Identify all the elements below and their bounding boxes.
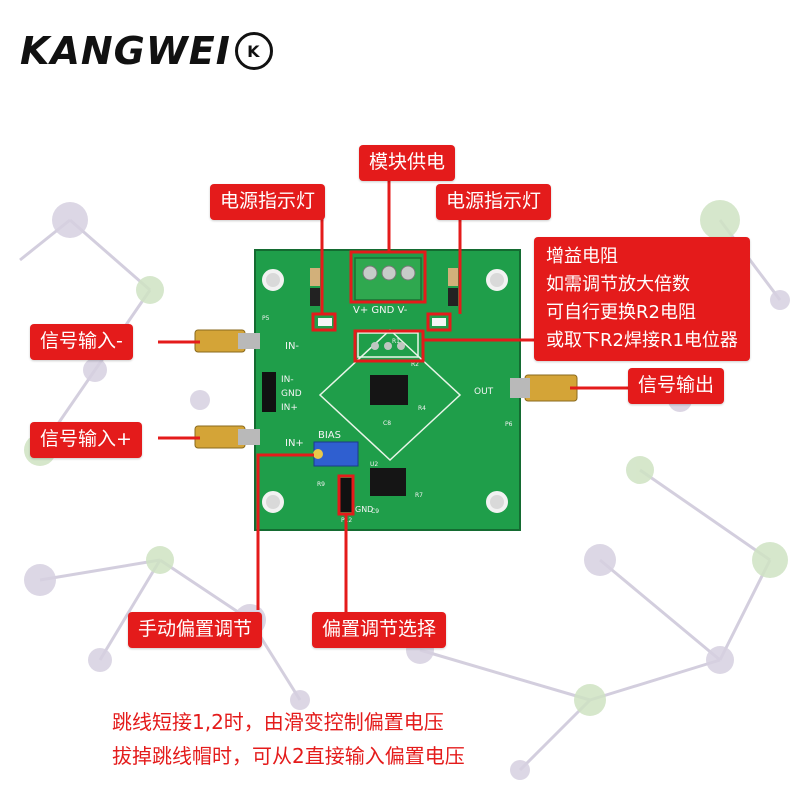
svg-text:OUT: OUT [474,387,494,397]
svg-text:R4: R4 [418,405,426,412]
brand-name: KANGWEI [20,29,231,73]
svg-text:C9: C9 [371,508,379,515]
svg-text:GND: GND [355,505,373,514]
bias-jumper [339,478,353,512]
svg-text:R2: R2 [411,361,419,368]
brand-logo: KANGWEI K [20,28,273,74]
label-manual-bias: 手动偏置调节 [128,612,263,648]
sma-connector-in-minus [194,329,260,353]
mounting-holes [262,269,508,513]
pcb-board: V+ GND V- IN- IN- GND IN+ IN+ BIAS OUT G… [254,249,521,531]
svg-text:IN-: IN- [281,375,294,385]
svg-text:GND: GND [281,389,302,399]
svg-text:P5: P5 [262,315,270,322]
label-signal-in-plus: 信号输入+ [30,422,142,458]
label-gain-resistor: 增益电阻 如需调节放大倍数 可自行更换R2电阻 或取下R2焊接R1电位器 [534,237,750,361]
brand-mark-icon: K [234,32,273,70]
op-amp-chip [370,375,408,405]
note-line-2: 拔掉跳线帽时，可从2直接输入偏置电压 [112,744,465,768]
silk-terminal: V+ GND V- [353,305,408,316]
svg-text:BIAS: BIAS [318,430,341,441]
label-power-led-left: 电源指示灯 [210,184,326,220]
svg-text:R1: R1 [392,338,400,345]
svg-text:C8: C8 [383,420,391,427]
sma-connector-in-plus [194,425,260,449]
label-signal-out: 信号输出 [628,368,725,404]
sma-connector-out [510,374,578,402]
input-jumper [262,372,276,412]
svg-text:P6: P6 [505,421,513,428]
svg-text:R7: R7 [415,492,423,499]
screw-terminal [354,257,422,301]
svg-text:IN+: IN+ [281,403,298,413]
svg-text:U2: U2 [370,461,378,468]
svg-text:R9: R9 [317,481,325,488]
potentiometer [313,441,359,467]
note-line-1: 跳线短接1,2时，由滑变控制偏置电压 [112,710,444,734]
svg-text:IN+: IN+ [285,438,304,449]
label-bias-select: 偏置调节选择 [312,612,447,648]
label-power-led-right: 电源指示灯 [436,184,552,220]
bias-chip [370,468,406,496]
label-power-supply: 模块供电 [359,145,456,181]
svg-text:IN-: IN- [285,341,299,352]
label-signal-in-minus: 信号输入- [30,324,133,360]
